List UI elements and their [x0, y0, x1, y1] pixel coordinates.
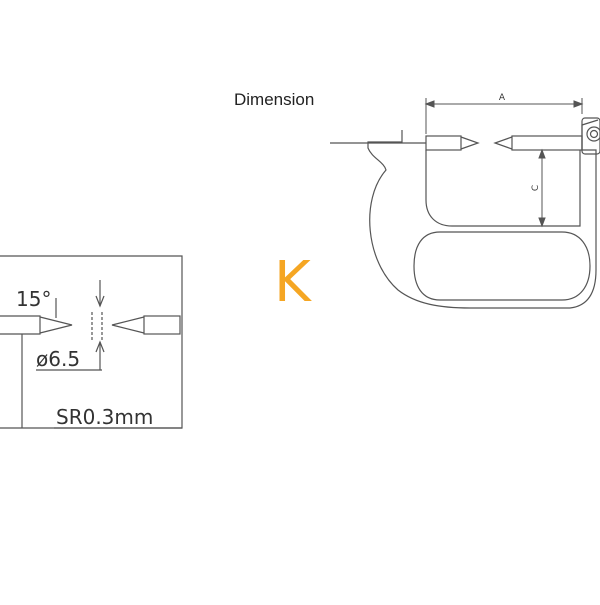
angle-label: 15° — [16, 287, 51, 311]
frame-window — [413, 231, 591, 301]
detail-anvil — [0, 315, 41, 335]
lock-knob-center — [589, 129, 599, 139]
detail-border — [0, 255, 183, 429]
gap-arrow-bottom — [95, 340, 105, 353]
lock-knob — [586, 126, 600, 142]
dim-a-label: A — [499, 93, 506, 103]
dimension-c — [538, 148, 546, 228]
anvil-tip — [460, 136, 480, 150]
micrometer-frame — [330, 117, 600, 309]
lock-body — [581, 117, 600, 155]
diameter-label: ø6.5 — [36, 347, 80, 371]
brand-logo: K — [274, 250, 311, 315]
spindle-tip — [493, 136, 513, 150]
dim-c-label: C — [531, 185, 541, 191]
section-title: Dimension — [234, 90, 315, 109]
gap-arrow-top — [95, 295, 105, 308]
frame-outline — [367, 119, 599, 309]
dimension-a — [424, 98, 584, 134]
anvil — [425, 135, 462, 151]
spindle — [511, 135, 583, 151]
detail-anvil-tip — [39, 316, 73, 334]
frame-inner — [425, 150, 581, 227]
detail-spindle — [143, 315, 181, 335]
detail-view — [0, 255, 183, 429]
detail-spindle-tip — [111, 316, 145, 334]
radius-label: SR0.3mm — [56, 405, 153, 429]
